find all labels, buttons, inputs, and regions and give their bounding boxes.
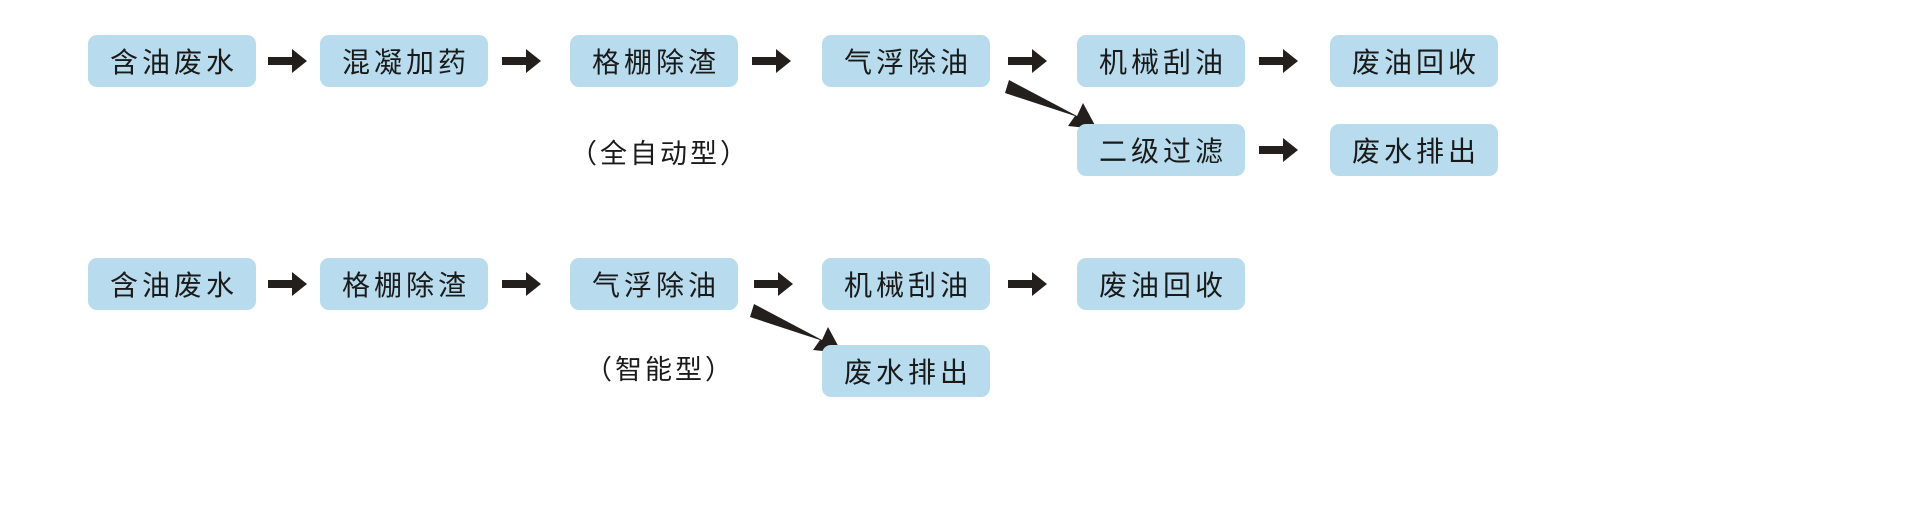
right-arrow-icon <box>752 258 796 310</box>
node-flow-smart-2: 格棚除渣 <box>320 258 488 310</box>
caption-flow-auto: （全自动型） <box>570 138 750 170</box>
right-arrow-icon <box>500 35 544 87</box>
right-arrow-icon <box>1006 35 1050 87</box>
node-flow-auto-1: 含油废水 <box>88 35 256 87</box>
right-arrow-icon <box>266 258 310 310</box>
node-flow-smart-3: 气浮除油 <box>570 258 738 310</box>
right-arrow-icon <box>1257 35 1301 87</box>
right-arrow-icon <box>1257 124 1301 176</box>
node-flow-smart-5: 废油回收 <box>1077 258 1245 310</box>
node-flow-smart-4: 机械刮油 <box>822 258 990 310</box>
diagonal-down-right-arrow-icon <box>1005 76 1115 146</box>
node-flow-auto-branch-1: 二级过滤 <box>1077 124 1245 176</box>
node-flow-auto-branch-2: 废水排出 <box>1330 124 1498 176</box>
right-arrow-icon <box>750 35 794 87</box>
node-flow-auto-6: 废油回收 <box>1330 35 1498 87</box>
right-arrow-icon <box>266 35 310 87</box>
node-flow-auto-5: 机械刮油 <box>1077 35 1245 87</box>
node-flow-smart-1: 含油废水 <box>88 258 256 310</box>
node-flow-auto-3: 格棚除渣 <box>570 35 738 87</box>
diagonal-down-right-arrow-icon <box>750 300 860 370</box>
caption-flow-smart: （智能型） <box>585 354 735 386</box>
node-flow-auto-4: 气浮除油 <box>822 35 990 87</box>
right-arrow-icon <box>500 258 544 310</box>
node-flow-smart-branch-1: 废水排出 <box>822 345 990 397</box>
right-arrow-icon <box>1006 258 1050 310</box>
node-flow-auto-2: 混凝加药 <box>320 35 488 87</box>
